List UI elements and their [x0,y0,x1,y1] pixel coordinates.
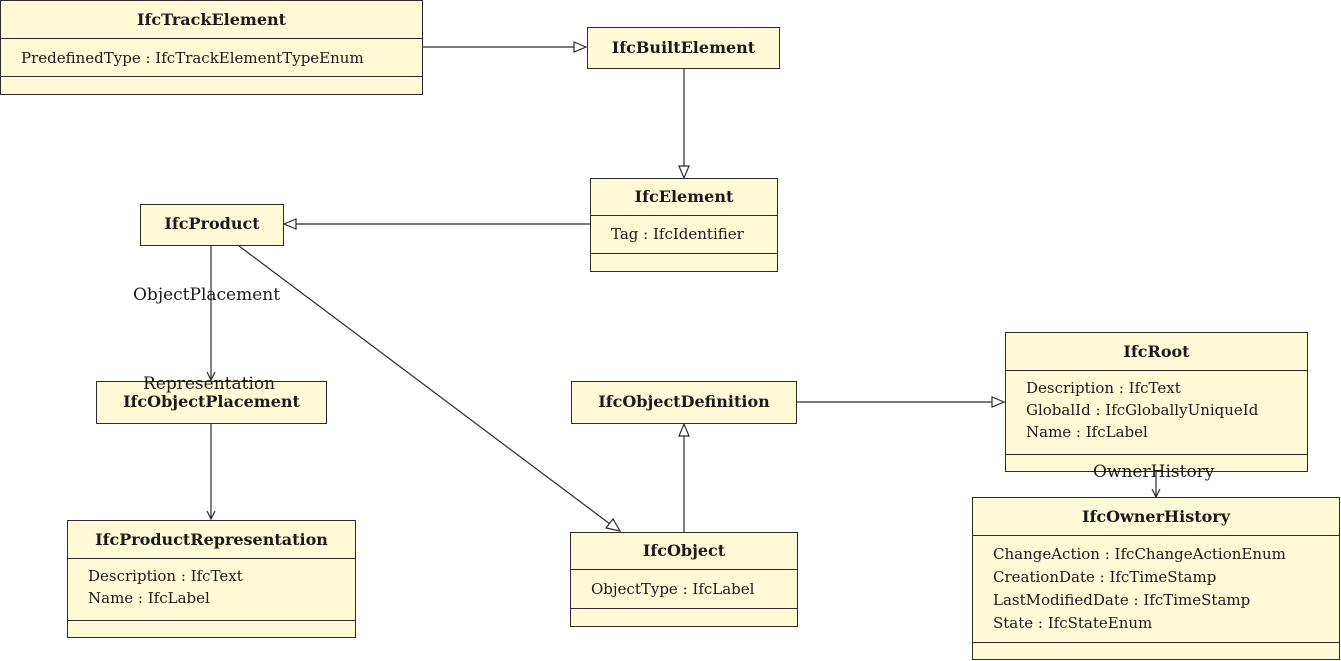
class-ifcobject[interactable]: IfcObject ObjectType : IfcLabel [570,532,798,627]
attribute: Name : IfcLabel [88,589,210,607]
operation-compartment [68,620,355,638]
attribute: Tag : IfcIdentifier [611,225,744,243]
generalization-arrowhead [573,41,588,53]
class-name: IfcProduct [164,214,260,233]
attribute: Description : IfcText [88,567,243,585]
class-name: IfcObjectDefinition [598,392,770,411]
class-ifctrackelement[interactable]: IfcTrackElement PredefinedType : IfcTrac… [0,0,423,95]
class-ifcbuiltelement[interactable]: IfcBuiltElement [587,27,780,69]
association-arrowhead [206,371,216,382]
class-name: IfcObjectPlacement [123,392,300,411]
association-arrowhead [206,510,216,521]
generalization-arrowhead [604,517,622,532]
attribute: ChangeAction : IfcChangeActionEnum [993,545,1286,563]
association-label-representation: Representation [143,374,276,394]
operation-compartment [1006,454,1307,472]
attribute-compartment: Tag : IfcIdentifier [591,215,777,253]
class-name: IfcBuiltElement [611,38,756,57]
class-name: IfcRoot [1123,342,1190,361]
class-ifcproductrepresentation[interactable]: IfcProductRepresentation Description : I… [67,520,356,638]
attribute: PredefinedType : IfcTrackElementTypeEnum [21,49,364,67]
attribute: State : IfcStateEnum [993,614,1153,632]
operation-compartment [591,253,777,271]
operation-compartment [1,76,422,94]
operation-compartment [973,642,1339,660]
attribute-compartment: PredefinedType : IfcTrackElementTypeEnum [1,38,422,76]
attribute-compartment: Description : IfcText Name : IfcLabel [68,558,355,620]
class-ifcproduct[interactable]: IfcProduct [140,204,284,246]
operation-compartment [571,608,797,626]
class-name: IfcTrackElement [136,10,287,29]
generalization-product-object [238,245,611,525]
class-name: IfcProductRepresentation [95,530,328,549]
class-ifcroot[interactable]: IfcRoot Description : IfcText GlobalId :… [1005,332,1308,472]
class-ifcownerhistory[interactable]: IfcOwnerHistory ChangeAction : IfcChange… [972,497,1340,660]
class-name: IfcObject [642,541,726,560]
generalization-arrowhead [678,165,690,180]
attribute-compartment: ObjectType : IfcLabel [571,569,797,608]
attribute: Description : IfcText [1026,379,1181,397]
association-label-ownerhistory: OwnerHistory [1093,462,1215,482]
attribute: Name : IfcLabel [1026,423,1148,441]
attribute-compartment: ChangeAction : IfcChangeActionEnum Creat… [973,535,1339,642]
association-label-objectplacement: ObjectPlacement [133,285,281,305]
attribute: GlobalId : IfcGloballyUniqueId [1026,401,1259,419]
generalization-arrowhead [678,422,690,437]
class-ifcobjectdefinition[interactable]: IfcObjectDefinition [571,381,797,424]
attribute: CreationDate : IfcTimeStamp [993,568,1217,586]
class-name: IfcOwnerHistory [1081,507,1231,526]
attribute: ObjectType : IfcLabel [591,580,755,598]
generalization-arrowhead [991,396,1006,408]
generalization-arrowhead [282,218,297,230]
class-ifcobjectplacement[interactable]: IfcObjectPlacement [96,381,327,424]
attribute-compartment: Description : IfcText GlobalId : IfcGlob… [1006,370,1307,454]
class-ifcelement[interactable]: IfcElement Tag : IfcIdentifier [590,178,778,272]
class-name: IfcElement [634,187,734,206]
attribute: LastModifiedDate : IfcTimeStamp [993,591,1251,609]
